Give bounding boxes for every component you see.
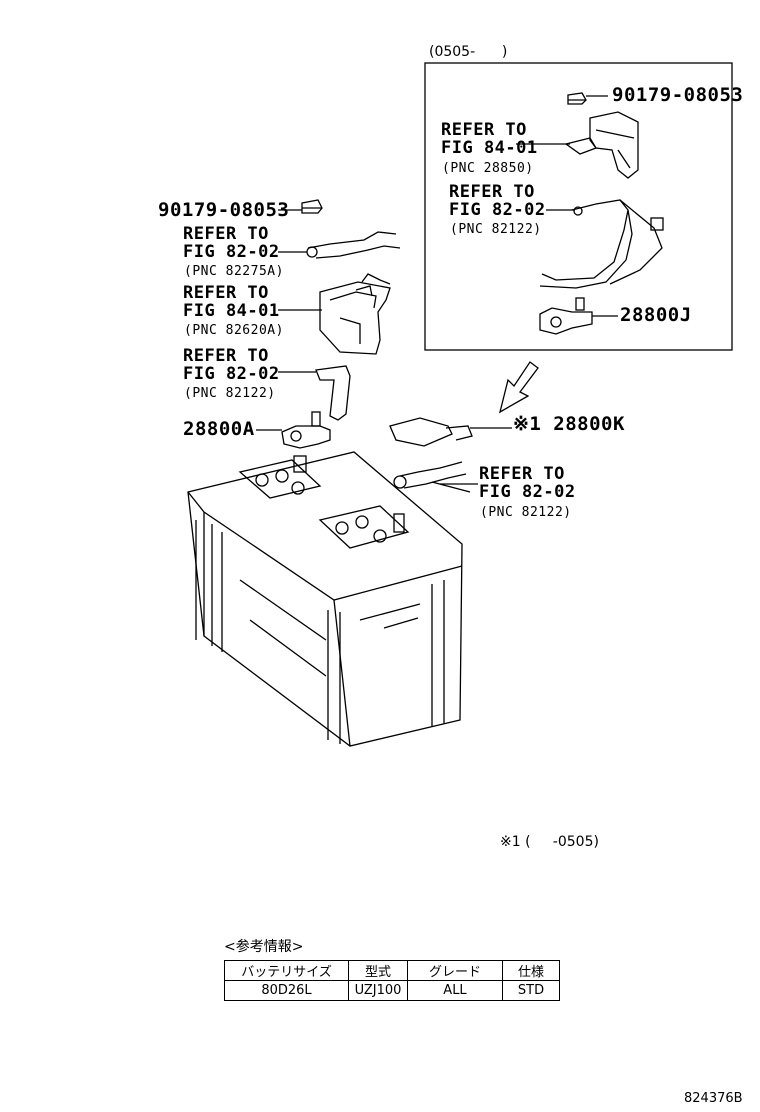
inset-cable-icon <box>539 199 664 289</box>
value-grade: ALL <box>407 980 503 1001</box>
fuse-block-icon <box>278 273 391 355</box>
inset-bolt-icon <box>567 92 608 105</box>
positive-cable-icon <box>393 461 471 493</box>
inset-terminal-part-number: 28800J <box>620 304 692 326</box>
battery-icon <box>187 451 463 747</box>
ref1-line1: REFER TO <box>183 224 269 244</box>
ref2-pnc: (PNC 82620A) <box>184 323 284 338</box>
ref3-line2: FIG 82-02 <box>183 364 280 384</box>
footnote: ※1 ( -0505) <box>500 834 599 850</box>
header-battery-size: バッテリサイズ <box>224 960 349 981</box>
battery-cable-icon <box>278 231 401 259</box>
inset-range-label: (0505- ) <box>429 44 508 60</box>
inset-fuse-block-icon <box>516 111 639 179</box>
reference-caption: <参考情報> <box>224 939 304 955</box>
ref1-pnc: (PNC 82275A) <box>184 264 284 279</box>
inset-ref1-line1: REFER TO <box>441 120 527 140</box>
value-model: UZJ100 <box>348 980 408 1001</box>
ref1-line2: FIG 82-02 <box>183 242 280 262</box>
bolt-part-number: 90179-08053 <box>158 199 290 221</box>
ref4-line2: FIG 82-02 <box>479 482 576 502</box>
ref3-pnc: (PNC 82122) <box>184 386 276 401</box>
terminal-a-part-number: 28800A <box>183 418 255 440</box>
value-battery-size: 80D26L <box>224 980 349 1001</box>
ref4-pnc: (PNC 82122) <box>480 505 572 520</box>
diagram-id: 824376B <box>684 1091 743 1106</box>
inset-pointer-arrow <box>498 361 539 414</box>
table-row: 80D26L UZJ100 ALL STD <box>224 980 560 1001</box>
inset-ref1-line2: FIG 84-01 <box>441 138 538 158</box>
terminal-a-icon <box>256 411 331 449</box>
ref2-line1: REFER TO <box>183 283 269 303</box>
inset-terminal-icon <box>539 297 618 335</box>
header-spec: 仕様 <box>502 960 560 981</box>
table-row: バッテリサイズ 型式 グレード 仕様 <box>224 960 560 981</box>
header-model: 型式 <box>348 960 408 981</box>
inset-ref2-line1: REFER TO <box>449 182 535 202</box>
bolt-icon <box>278 199 323 214</box>
inset-ref1-pnc: (PNC 28850) <box>442 161 534 176</box>
inset-bolt-part-number: 90179-08053 <box>612 84 744 106</box>
value-spec: STD <box>502 980 560 1001</box>
ref3-line1: REFER TO <box>183 346 269 366</box>
inset-frame <box>424 62 733 351</box>
terminal-k-part-number: ※1 28800K <box>513 413 625 435</box>
header-grade: グレード <box>407 960 503 981</box>
ref2-line2: FIG 84-01 <box>183 301 280 321</box>
inset-ref2-line2: FIG 82-02 <box>449 200 546 220</box>
cable-bracket-icon <box>278 365 351 421</box>
terminal-cover-icon <box>389 417 512 447</box>
reference-table: バッテリサイズ 型式 グレード 仕様 80D26L UZJ100 ALL STD <box>224 960 560 1001</box>
inset-ref2-pnc: (PNC 82122) <box>450 222 542 237</box>
ref4-line1: REFER TO <box>479 464 565 484</box>
